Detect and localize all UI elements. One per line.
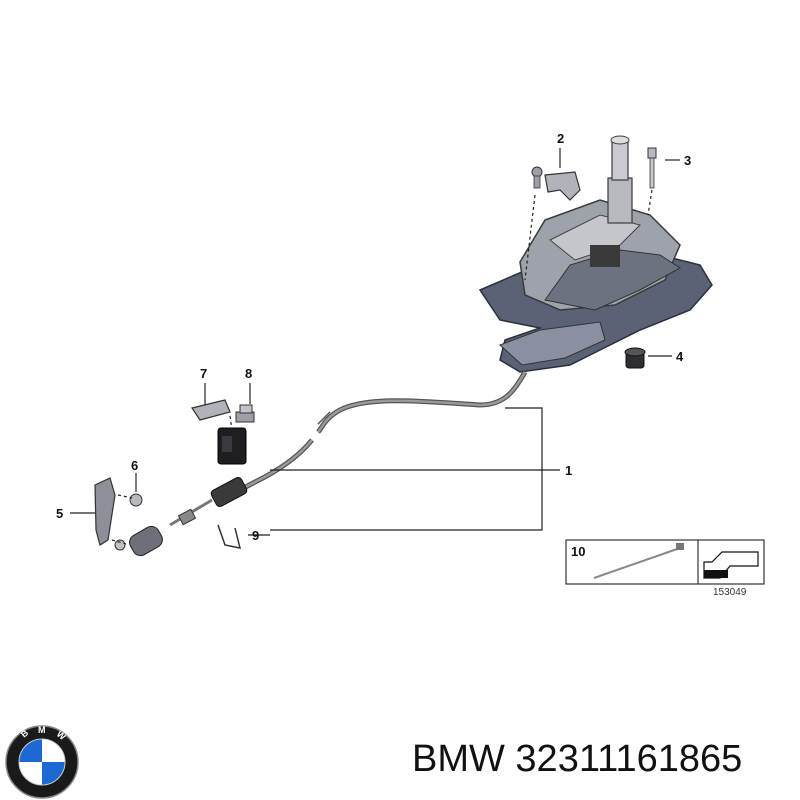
inset-box-part-10: 10 <box>565 539 765 585</box>
gearshift-cable-part-1 <box>169 370 528 527</box>
callout-4: 4 <box>676 349 684 364</box>
svg-text:B: B <box>19 727 31 739</box>
direction-arrow-icon <box>703 551 759 579</box>
callout-8: 8 <box>245 366 252 381</box>
bracket-part-2 <box>531 166 581 201</box>
callout-6: 6 <box>131 458 138 473</box>
clip-part-9 <box>217 524 242 549</box>
leader-lines <box>70 148 680 545</box>
bracket-part-7 <box>191 399 231 421</box>
lever-part-5 <box>94 477 116 546</box>
footer-caption: BMW 32311161865 <box>412 738 743 780</box>
callout-5: 5 <box>56 506 63 521</box>
catalog-number: 153049 <box>713 587 747 598</box>
callout-7: 7 <box>200 366 207 381</box>
ball-joint <box>114 525 163 557</box>
bmw-logo: B M W <box>5 725 79 799</box>
svg-text:M: M <box>38 725 46 735</box>
callout-3: 3 <box>684 153 691 168</box>
bolt-part-8 <box>235 404 255 423</box>
nut-part-6 <box>129 493 143 507</box>
callout-9: 9 <box>252 528 259 543</box>
gear-selector-housing <box>478 135 713 373</box>
callout-2: 2 <box>557 131 564 146</box>
callout-1: 1 <box>565 463 572 478</box>
cable-tie-icon <box>593 543 684 579</box>
callout-10: 10 <box>571 544 585 559</box>
cable-mount-block <box>217 427 247 465</box>
bolt-part-3 <box>647 147 657 189</box>
rubber-mount-part-4 <box>624 347 646 369</box>
